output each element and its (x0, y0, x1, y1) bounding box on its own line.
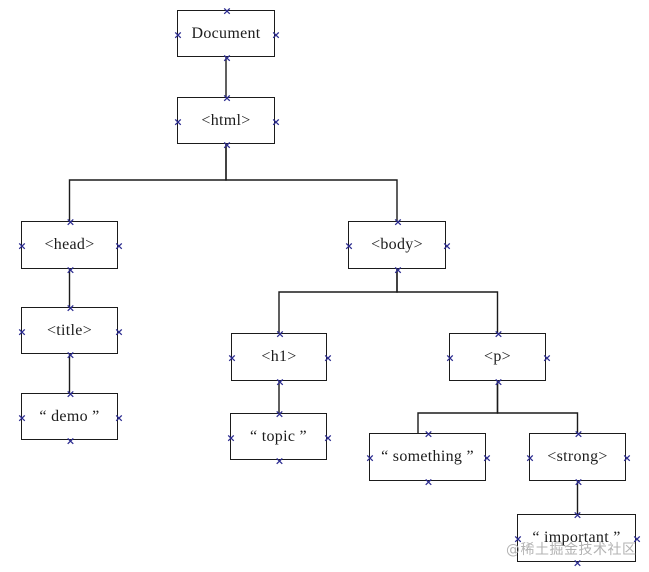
node-label: <html> (201, 111, 251, 129)
connector-p-strong (496, 381, 579, 433)
connector-body-p (396, 269, 499, 333)
connector-p-something (417, 381, 499, 433)
node-body: <body>×××× (344, 217, 451, 276)
node-label: <body> (371, 236, 423, 253)
node-label: “ important ” (532, 529, 621, 546)
node-label: “ something ” (381, 448, 474, 465)
connector-body-h1 (278, 269, 398, 333)
node-demo: “ demo ”×××× (17, 389, 123, 447)
node-label: <p> (484, 348, 511, 365)
node-topic: “ topic ”×××× (226, 409, 332, 467)
node-label: <h1> (261, 348, 297, 365)
node-label: <title> (46, 321, 93, 339)
node-label: <strong> (547, 448, 608, 465)
node-label: <head> (44, 236, 95, 253)
connector-html-head (68, 144, 227, 221)
node-head: <head>×××× (17, 217, 123, 276)
node-strong: <strong>×××× (525, 429, 631, 488)
node-something: “ something ”×××× (365, 429, 491, 488)
node-h1: <h1>×××× (227, 329, 332, 388)
node-label: “ topic ” (250, 427, 307, 445)
node-title: <title>×××× (17, 303, 123, 361)
connector-html-body (225, 144, 398, 221)
watermark: @稀土掘金技术社区 (506, 542, 637, 558)
node-label: “ demo ” (39, 407, 100, 425)
node-label: Document (191, 24, 261, 42)
node-document: Document×××× (173, 6, 280, 64)
node-html: <html>×××× (173, 93, 280, 151)
node-p: <p>×××× (445, 329, 551, 388)
